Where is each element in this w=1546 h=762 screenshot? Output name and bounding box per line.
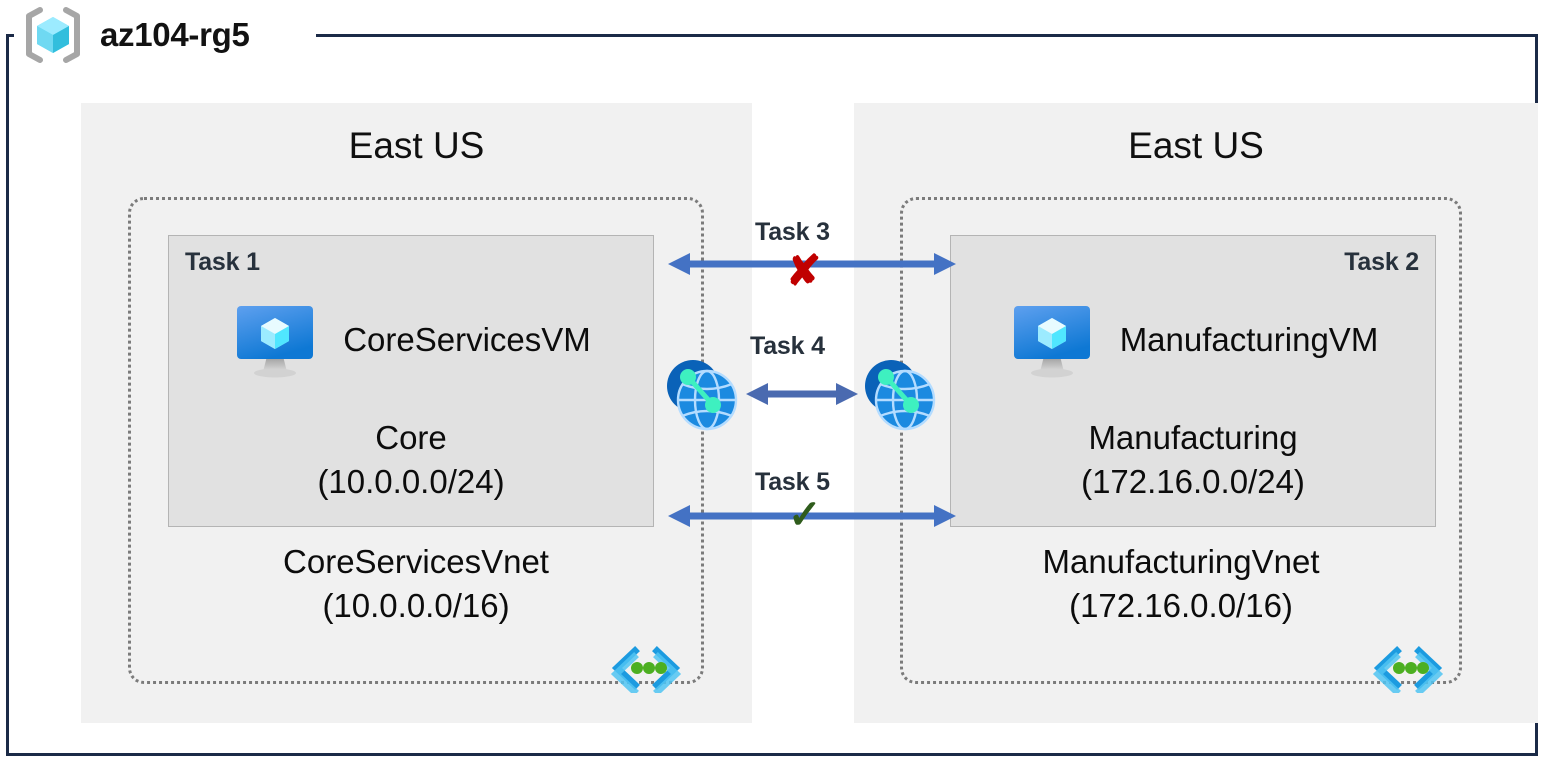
vm-name-left: CoreServicesVM: [343, 321, 591, 358]
subnet-left-cidr: (10.0.0.0/24): [317, 463, 505, 500]
vnet-left-cidr: (10.0.0.0/16): [322, 587, 510, 624]
blocked-x-marker: ✘: [786, 247, 822, 294]
task-tag-2: Task 2: [1344, 248, 1419, 276]
region-panel-left: East US CoreServicesVnet (10.0.0.0/16) T…: [81, 103, 752, 723]
resource-group-cube-icon: [20, 6, 86, 64]
allowed-check-marker: ✓: [788, 493, 822, 537]
connector-label-task3: Task 3: [755, 218, 830, 246]
connector-arrow-task5: [668, 505, 956, 527]
connector-label-task4: Task 4: [750, 332, 825, 360]
subnet-right-name: Manufacturing: [1088, 419, 1298, 456]
region-panel-right: East US ManufacturingVnet (172.16.0.0/16…: [854, 103, 1538, 723]
resource-group-title: az104-rg5: [100, 16, 250, 53]
virtual-machine-icon: [1008, 296, 1096, 384]
connector-label-task5: Task 5: [755, 468, 830, 496]
frame-corner-stub: [6, 34, 14, 37]
resource-group-header: az104-rg5: [20, 6, 256, 64]
vnet-peering-icon: [660, 352, 744, 436]
virtual-network-icon: [1371, 643, 1445, 696]
subnet-right-cidr: (172.16.0.0/24): [1081, 463, 1305, 500]
vnet-peering-icon: [858, 352, 942, 436]
vnet-core-services: CoreServicesVnet (10.0.0.0/16): [128, 197, 704, 696]
subnet-left-name: Core: [375, 419, 447, 456]
task-tag-1: Task 1: [185, 248, 260, 276]
vnet-right-name: ManufacturingVnet: [1042, 543, 1320, 580]
virtual-machine-icon: [231, 296, 319, 384]
subnet-core: Task 1: [168, 235, 654, 527]
vnet-manufacturing: ManufacturingVnet (172.16.0.0/16): [900, 197, 1462, 696]
virtual-network-icon: [609, 643, 683, 696]
connector-arrow-task3: [668, 253, 956, 275]
connector-arrow-task4: [746, 383, 858, 405]
vm-row-left: CoreServicesVM: [169, 296, 653, 384]
region-label-left: East US: [348, 125, 485, 166]
vnet-left-name: CoreServicesVnet: [283, 543, 549, 580]
vm-row-right: ManufacturingVM: [951, 296, 1435, 384]
vnet-right-cidr: (172.16.0.0/16): [1069, 587, 1293, 624]
frame-top-rule: [316, 34, 1538, 37]
subnet-manufacturing: Task 2: [950, 235, 1436, 527]
vm-name-right: ManufacturingVM: [1119, 321, 1379, 358]
region-label-right: East US: [1128, 125, 1264, 166]
